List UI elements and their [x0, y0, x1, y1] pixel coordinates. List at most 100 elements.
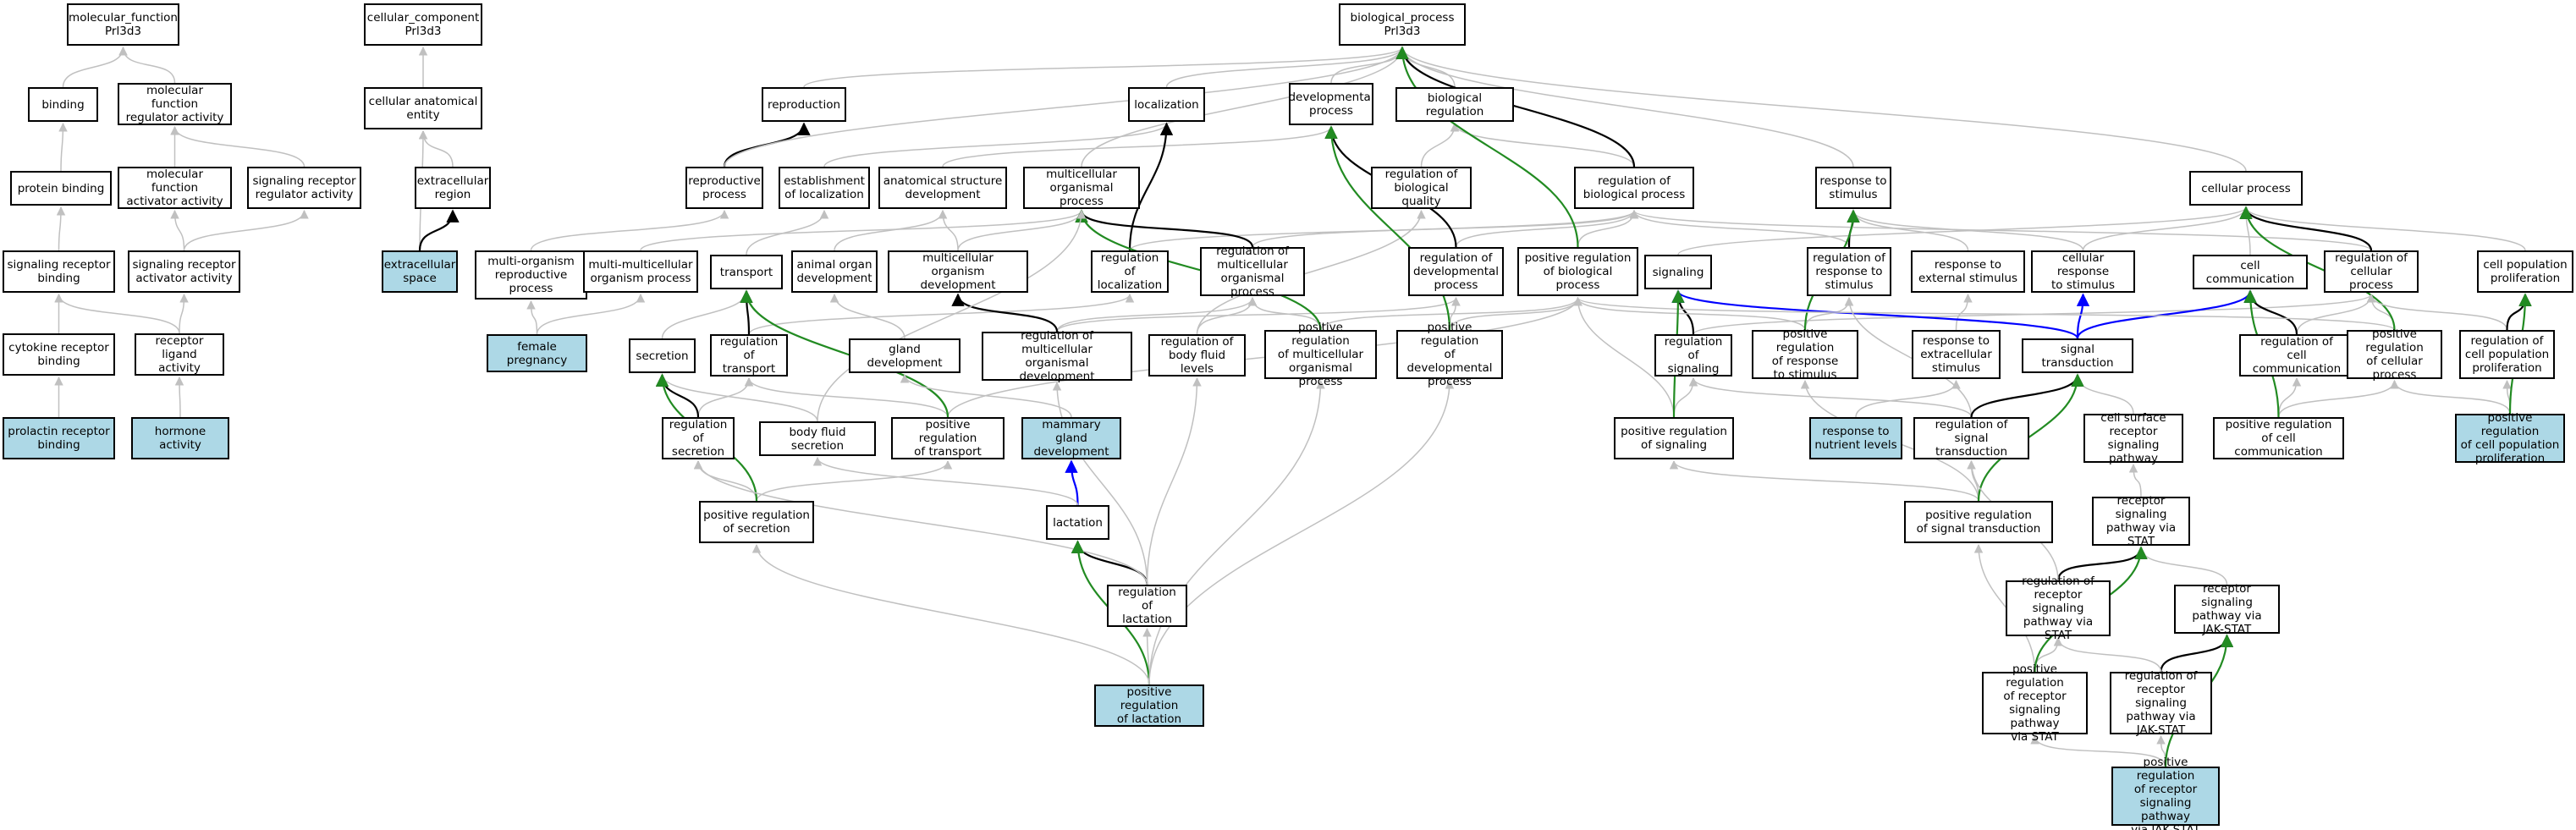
edge-is-a-posregresp-to-posregbp [1573, 296, 1806, 331]
go-term-respextrastim[interactable]: response to extracellular stimulus [1912, 330, 2001, 379]
go-term-regbfl[interactable]: regulation of body fluid levels [1148, 334, 1246, 377]
go-term-regcpp[interactable]: regulation of cell population proliferat… [2459, 330, 2555, 379]
go-term-cellpopprol[interactable]: cell population proliferation [2477, 250, 2573, 293]
edge-is-a-mmop-to-multiproc [640, 209, 1087, 251]
go-term-posregresp[interactable]: positive regulation of response to stimu… [1752, 327, 1858, 382]
edge-is-a-glanddev-to-animorgdev [829, 293, 905, 339]
go-term-respstim[interactable]: response to stimulus [1815, 167, 1891, 209]
go-term-lactation[interactable]: lactation [1046, 505, 1109, 540]
go-term-transport[interactable]: transport [710, 255, 783, 289]
go-term-cae[interactable]: cellular anatomical entity [364, 87, 482, 129]
go-term-posregmop[interactable]: positive regulation of multicellular org… [1264, 321, 1377, 388]
go-term-posregdev[interactable]: positive regulation of developmental pro… [1396, 321, 1503, 388]
edge-is-a-srb-to-protbind [56, 206, 66, 251]
go-term-rspjak[interactable]: receptor signaling pathway via JAK-STAT [2174, 582, 2280, 636]
edge-is-a-multiproc-to-bp [1081, 46, 1407, 168]
go-term-posregsigtrans[interactable]: positive regulation of signal transducti… [1904, 501, 2053, 543]
go-term-regdevproc[interactable]: regulation of developmental process [1408, 247, 1504, 296]
edge-is-a-posregdev-to-posregbp [1449, 296, 1582, 331]
go-term-posreglact[interactable]: positive regulation of lactation [1094, 684, 1204, 727]
go-term-femalepreg[interactable]: female pregnancy [487, 334, 587, 372]
edge-is-a-regdevproc-to-regbp [1455, 209, 1639, 248]
go-term-posregtransport[interactable]: positive regulation of transport [891, 417, 1005, 459]
go-term-multiproc[interactable]: multicellular organismal process [1023, 167, 1140, 209]
go-term-mf[interactable]: molecular_function Prl3d3 [67, 3, 179, 46]
edge-is-a-secretion-to-transport [661, 289, 751, 339]
go-term-estloc[interactable]: establishment of localization [779, 167, 870, 209]
go-term-posregcellcomm[interactable]: positive regulation of cell communicatio… [2213, 417, 2344, 459]
edge-is-a-animorgdev-to-anatdev [834, 209, 948, 251]
go-term-sigtrans[interactable]: signal transduction [2022, 338, 2133, 373]
edge-is-a-bfsecretion-to-secretion [658, 373, 818, 422]
go-term-mmop[interactable]: multi-multicellular organism process [583, 250, 698, 293]
go-term-secretion[interactable]: secretion [629, 338, 696, 373]
edge-is-a-posregsig-to-posregbp [1573, 296, 1675, 418]
go-term-regmop[interactable]: regulation of multicellular organismal p… [1200, 245, 1305, 299]
edge-is-a-femalepreg-to-mmop [536, 293, 646, 335]
go-term-mammdev[interactable]: mammary gland development [1021, 417, 1121, 459]
go-term-srb[interactable]: signaling receptor binding [3, 250, 115, 293]
go-term-cellresp[interactable]: cellular response to stimulus [2031, 250, 2135, 293]
go-term-extreg[interactable]: extracellular region [415, 167, 491, 209]
go-term-extsp[interactable]: extracellular space [382, 250, 458, 293]
go-term-csrsp[interactable]: cell surface receptor signaling pathway [2083, 411, 2183, 465]
go-term-prb[interactable]: prolactin receptor binding [3, 417, 115, 459]
go-term-cellproc[interactable]: cellular process [2189, 171, 2303, 206]
go-term-bioreg[interactable]: biological regulation [1395, 87, 1514, 122]
go-term-regtransport[interactable]: regulation of transport [710, 334, 788, 377]
go-term-protbind[interactable]: protein binding [10, 171, 112, 206]
go-term-morp[interactable]: multi-organism reproductive process [475, 250, 587, 300]
go-term-posregcellproc[interactable]: positive regulation of cellular process [2347, 327, 2442, 382]
go-term-mfaa[interactable]: molecular function activator activity [118, 167, 232, 209]
go-term-posregcpp[interactable]: positive regulation of cell population p… [2455, 411, 2565, 465]
edge-is-a-regbfl-to-regbioqual [1196, 209, 1426, 335]
go-term-reglact[interactable]: regulation of lactation [1107, 585, 1187, 627]
go-term-cytrb[interactable]: cytokine receptor binding [3, 333, 115, 376]
go-term-signaling[interactable]: signaling [1644, 255, 1712, 289]
go-term-rla[interactable]: receptor ligand activity [135, 333, 224, 376]
go-term-bp[interactable]: biological_process Prl3d3 [1339, 3, 1466, 46]
go-term-rspstat[interactable]: receptor signaling pathway via STAT [2092, 494, 2190, 548]
go-term-regcellproc[interactable]: regulation of cellular process [2324, 250, 2419, 293]
edge-part-of-regmdev-to-multidev [951, 293, 1059, 333]
edge-is-a-posregcellproc-to-posregbp [1573, 296, 2396, 331]
go-term-regrspstat[interactable]: regulation of receptor signaling pathway… [2006, 574, 2111, 642]
go-term-glanddev[interactable]: gland development [849, 338, 960, 373]
go-term-regsig[interactable]: regulation of signaling [1654, 334, 1732, 377]
edge-is-a-posregtransport-to-regtransport [744, 377, 949, 418]
edge-is-a-cellresp-to-cellproc [2082, 206, 2251, 251]
go-term-cellcomm[interactable]: cell communication [2193, 255, 2308, 289]
go-term-respnutr[interactable]: response to nutrient levels [1809, 417, 1902, 459]
go-term-regsigtrans[interactable]: regulation of signal transduction [1913, 417, 2029, 459]
go-term-mfra[interactable]: molecular function regulator activity [118, 83, 232, 125]
go-term-srra[interactable]: signaling receptor regulator activity [247, 167, 361, 209]
go-term-animorgdev[interactable]: animal organ development [791, 250, 878, 293]
go-term-regrspjak[interactable]: regulation of receptor signaling pathway… [2110, 669, 2212, 737]
go-term-hormact[interactable]: hormone activity [131, 417, 229, 459]
go-term-loc[interactable]: localization [1128, 87, 1205, 122]
go-term-posregrspjak[interactable]: positive regulation of receptor signalin… [2111, 756, 2220, 830]
go-term-multidev[interactable]: multicellular organism development [888, 250, 1028, 293]
go-term-anatdev[interactable]: anatomical structure development [878, 167, 1007, 209]
go-term-posregsecretion[interactable]: positive regulation of secretion [699, 501, 814, 543]
go-term-repro[interactable]: reproduction [762, 87, 846, 122]
go-term-reproproc[interactable]: reproductive process [685, 167, 763, 209]
go-term-regrespstim[interactable]: regulation of response to stimulus [1807, 247, 1891, 296]
go-term-cc[interactable]: cellular_component Prl3d3 [364, 3, 482, 46]
edge-is-a-respextstim-to-respstim [1848, 209, 1969, 251]
go-term-regbioqual[interactable]: regulation of biological quality [1371, 167, 1472, 209]
go-term-posregbp[interactable]: positive regulation of biological proces… [1517, 247, 1638, 296]
go-term-regmdev[interactable]: regulation of multicellular organismal d… [982, 329, 1132, 383]
go-term-sraa[interactable]: signaling receptor activator activity [128, 250, 240, 293]
go-term-regcellcomm[interactable]: regulation of cell communication [2239, 334, 2354, 377]
go-term-devproc[interactable]: developmental process [1288, 83, 1374, 125]
go-term-regloc[interactable]: regulation of localization [1091, 250, 1169, 293]
go-term-posregsig[interactable]: positive regulation of signaling [1614, 417, 1734, 459]
edge-is-a-posreglact-to-posregdev [1148, 379, 1455, 685]
go-term-bfsecretion[interactable]: body fluid secretion [759, 421, 876, 456]
go-term-respextstim[interactable]: response to external stimulus [1911, 250, 2025, 293]
go-term-regbp[interactable]: regulation of biological process [1574, 167, 1694, 209]
go-term-binding[interactable]: binding [28, 87, 98, 122]
go-term-regsecretion[interactable]: regulation of secretion [662, 417, 735, 459]
go-term-posregrspstat[interactable]: positive regulation of receptor signalin… [1982, 662, 2088, 744]
